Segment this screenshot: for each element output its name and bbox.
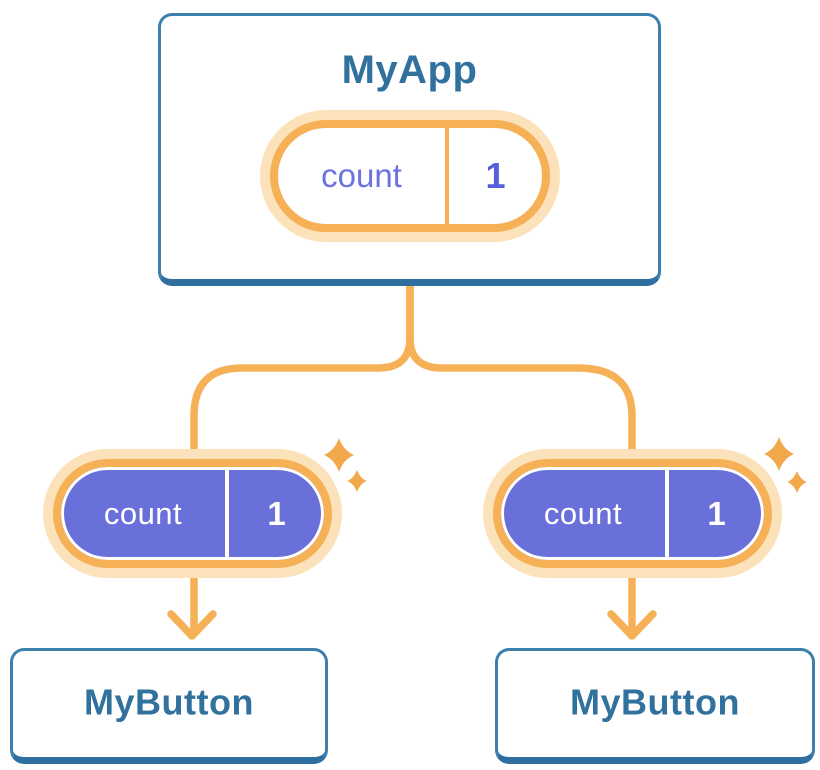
state-pill-ring: count 1 — [270, 120, 550, 232]
arrowhead-left-icon — [167, 610, 217, 640]
node-title: MyButton — [84, 681, 254, 723]
prop-pill-ring: count 1 — [493, 459, 772, 568]
sparkle-icon — [324, 438, 367, 492]
prop-pill-right: count 1 — [483, 449, 782, 578]
sparkle-icon — [764, 437, 807, 493]
prop-value: 1 — [267, 494, 286, 532]
state-value: 1 — [485, 155, 506, 196]
pill-divider — [225, 467, 229, 560]
state-name: count — [321, 157, 402, 194]
pill-divider — [445, 128, 449, 224]
state-pill: count 1 — [260, 110, 560, 242]
node-title: MyApp — [341, 48, 478, 92]
branch-right-line — [406, 283, 636, 634]
arrowhead-right-icon — [607, 610, 657, 640]
pill-divider — [665, 467, 669, 560]
prop-pill-ring: count 1 — [53, 459, 332, 568]
node-mybutton-left-card: MyButton — [10, 648, 328, 764]
node-mybutton-right-card: MyButton — [495, 648, 815, 764]
node-title: MyButton — [570, 681, 740, 723]
prop-name: count — [103, 495, 183, 531]
prop-name: count — [543, 495, 623, 531]
branch-left-line — [190, 283, 414, 634]
prop-value: 1 — [707, 494, 726, 532]
prop-pill-left: count 1 — [43, 449, 342, 578]
